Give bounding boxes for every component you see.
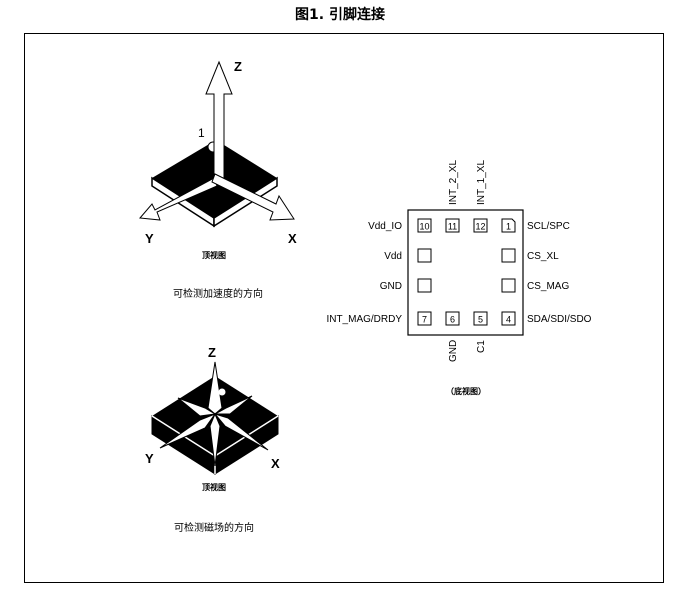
pad-11-number: 11 xyxy=(448,222,457,232)
pin-label-gnd-bottom: GND xyxy=(448,340,459,362)
pad-11 xyxy=(445,218,460,233)
pad-4-number: 4 xyxy=(506,315,511,325)
mag-caption: 可检测磁场的方向 xyxy=(174,521,254,534)
pad-8 xyxy=(417,278,432,293)
pad-12 xyxy=(473,218,488,233)
pad-4 xyxy=(501,311,516,326)
accel-axis-x-label: X xyxy=(288,231,297,246)
pin-label-cs-mag: CS_MAG xyxy=(527,281,569,292)
accel-axis-z-label: Z xyxy=(234,59,242,74)
pin-label-vdd: Vdd xyxy=(384,251,402,262)
figure-title: 图1. 引脚连接 xyxy=(295,7,385,23)
pinout-view-label: （底视图） xyxy=(446,386,486,396)
pad-2 xyxy=(501,248,516,263)
pad-6-number: 6 xyxy=(450,315,455,325)
pin-label-scl-spc: SCL/SPC xyxy=(527,221,570,232)
figure-frame xyxy=(24,33,664,583)
pin-label-sda-sdi-sdo: SDA/SDI/SDO xyxy=(527,314,592,325)
mag-pin1-dot-icon xyxy=(218,388,226,396)
accel-y-arrow-icon xyxy=(138,177,218,221)
pad-7 xyxy=(417,311,432,326)
mag-axis-y-label: Y xyxy=(145,451,154,466)
accel-package-right-side xyxy=(213,176,278,228)
pin-label-int1-xl: INT_1_XL xyxy=(476,160,487,205)
pin-label-cs-xl: CS_XL xyxy=(527,251,559,262)
pin-label-int2-xl: INT_2_XL xyxy=(448,160,459,205)
pad-5-number: 5 xyxy=(478,315,483,325)
pad-10-number: 10 xyxy=(419,222,429,232)
mag-view-label: 顶视图 xyxy=(202,482,226,492)
pad-12-number: 12 xyxy=(475,222,485,232)
pad-5 xyxy=(473,311,488,326)
pad-9 xyxy=(417,248,432,263)
mag-ray-down-icon xyxy=(209,412,221,467)
pin-label-int-mag-drdy: INT_MAG/DRDY xyxy=(326,314,402,325)
mag-axis-x-label: X xyxy=(271,456,280,471)
accel-caption: 可检测加速度的方向 xyxy=(173,287,263,300)
pad-3 xyxy=(501,278,516,293)
pin-label-gnd-left: GND xyxy=(380,281,402,292)
pad-1-number: 1 xyxy=(506,222,511,232)
pin1-marker-label: 1 xyxy=(198,126,205,140)
pin-label-c1: C1 xyxy=(476,340,487,353)
accel-view-label: 顶视图 xyxy=(202,250,226,260)
pinout-diagram: 10 11 12 1 7 6 5 4 Vdd_IO Vdd GND INT_MA… xyxy=(326,160,591,362)
pin-label-vdd-io: Vdd_IO xyxy=(368,221,402,232)
accel-package xyxy=(138,60,295,228)
pad-10 xyxy=(417,218,432,233)
pad-7-number: 7 xyxy=(422,315,427,325)
mag-axis-z-label: Z xyxy=(208,345,216,360)
mag-package xyxy=(151,361,279,475)
accel-axis-y-label: Y xyxy=(145,231,154,246)
accel-x-arrow-icon xyxy=(211,173,295,221)
pad-6 xyxy=(445,311,460,326)
pad-1 xyxy=(501,218,516,233)
